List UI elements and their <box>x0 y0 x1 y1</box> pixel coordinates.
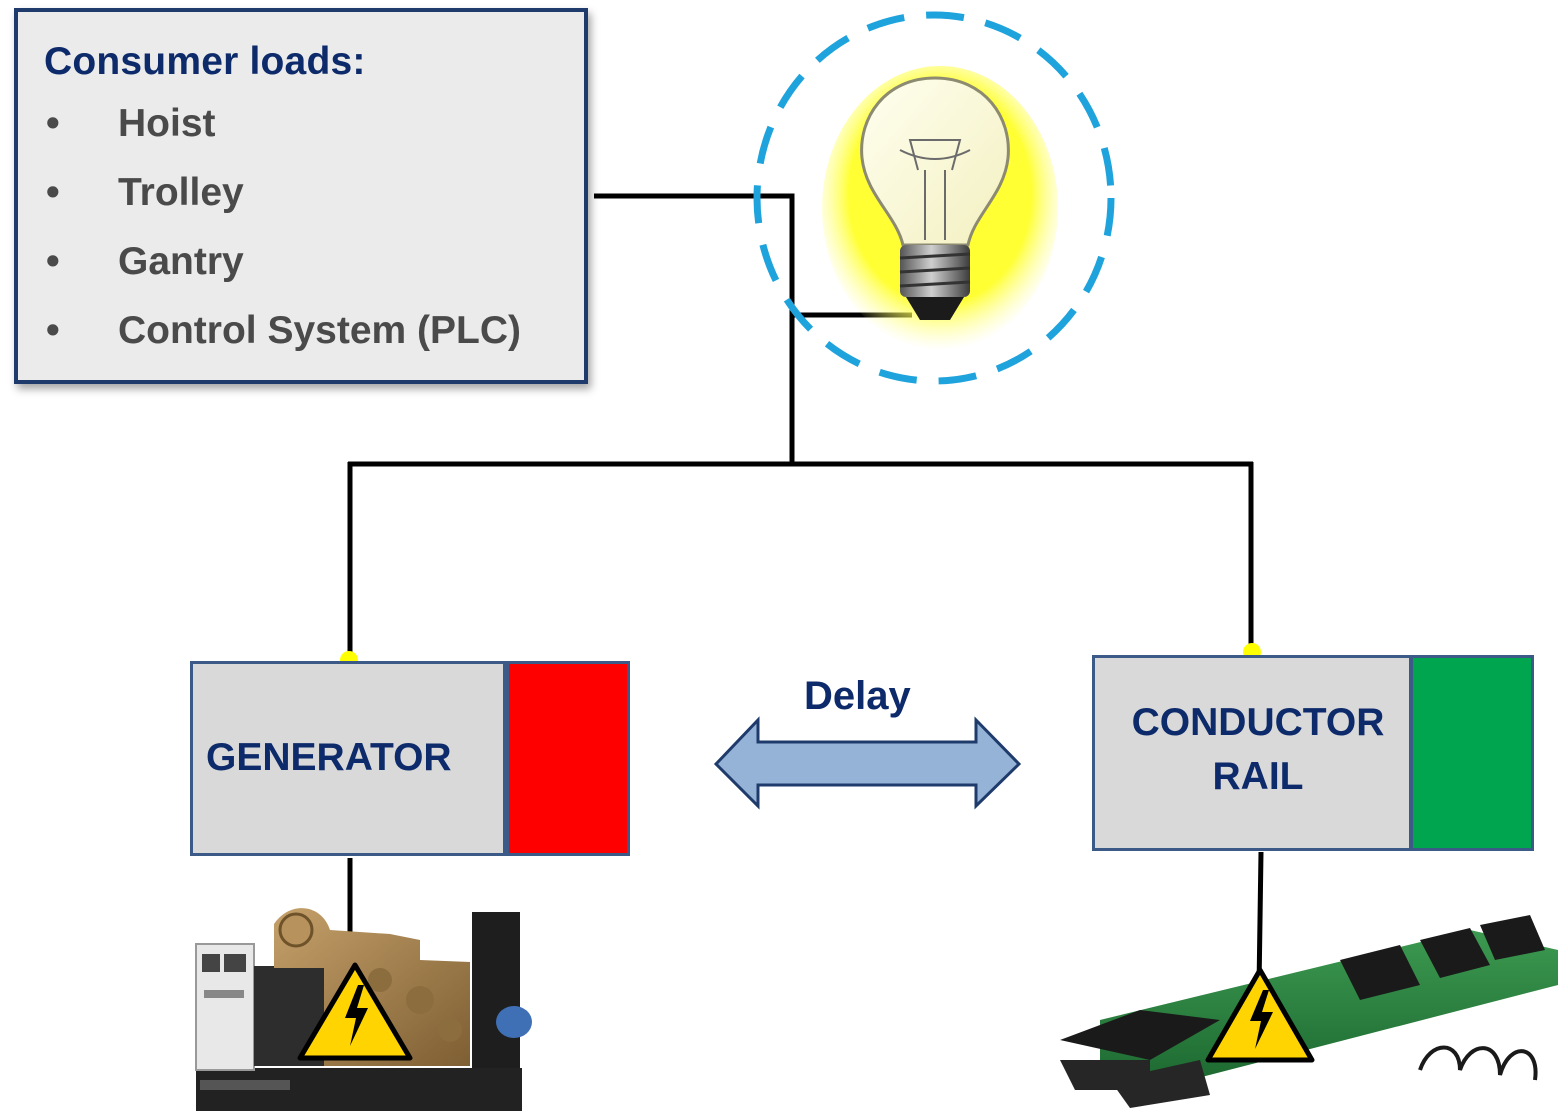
wire-loads-to-bus <box>594 193 795 462</box>
delay-double-arrow <box>713 716 1022 810</box>
conductor-rail-label-line1: CONDUCTOR <box>1131 701 1385 744</box>
wiring <box>347 193 1264 989</box>
load-hoist: Hoist <box>118 102 216 145</box>
bullet: • <box>46 240 60 283</box>
high-voltage-warning-icon <box>297 962 413 1061</box>
conductor-rail-label: CONDUCTOR RAIL <box>1098 696 1418 804</box>
load-trolley: Trolley <box>118 171 244 214</box>
delay-label: Delay <box>804 674 911 718</box>
wire-rail-down <box>1256 851 1264 989</box>
consumer-loads-title: Consumer loads: <box>44 40 366 83</box>
bullet: • <box>46 171 60 214</box>
load-gantry: Gantry <box>118 240 244 283</box>
generator-status-indicator <box>506 661 630 856</box>
conductor-rail-label-line2: RAIL <box>1212 755 1304 798</box>
generator-box <box>190 661 506 856</box>
high-voltage-warning-icon <box>1205 967 1315 1063</box>
load-control-system: Control System (PLC) <box>118 309 522 352</box>
conductor-rail-icon <box>1060 915 1558 1108</box>
generator-icon <box>195 908 532 1111</box>
lightbulb-icon <box>753 11 1115 385</box>
conductor-rail-status-indicator <box>1410 655 1534 851</box>
bullet: • <box>46 102 60 145</box>
conductor-rail-box <box>1092 655 1412 851</box>
generator-label: GENERATOR <box>206 736 452 779</box>
lamp-dashed-ring <box>753 11 1115 385</box>
bullet: • <box>46 309 60 352</box>
consumer-loads-panel: Consumer loads: • Hoist • Trolley • Gant… <box>14 8 588 384</box>
